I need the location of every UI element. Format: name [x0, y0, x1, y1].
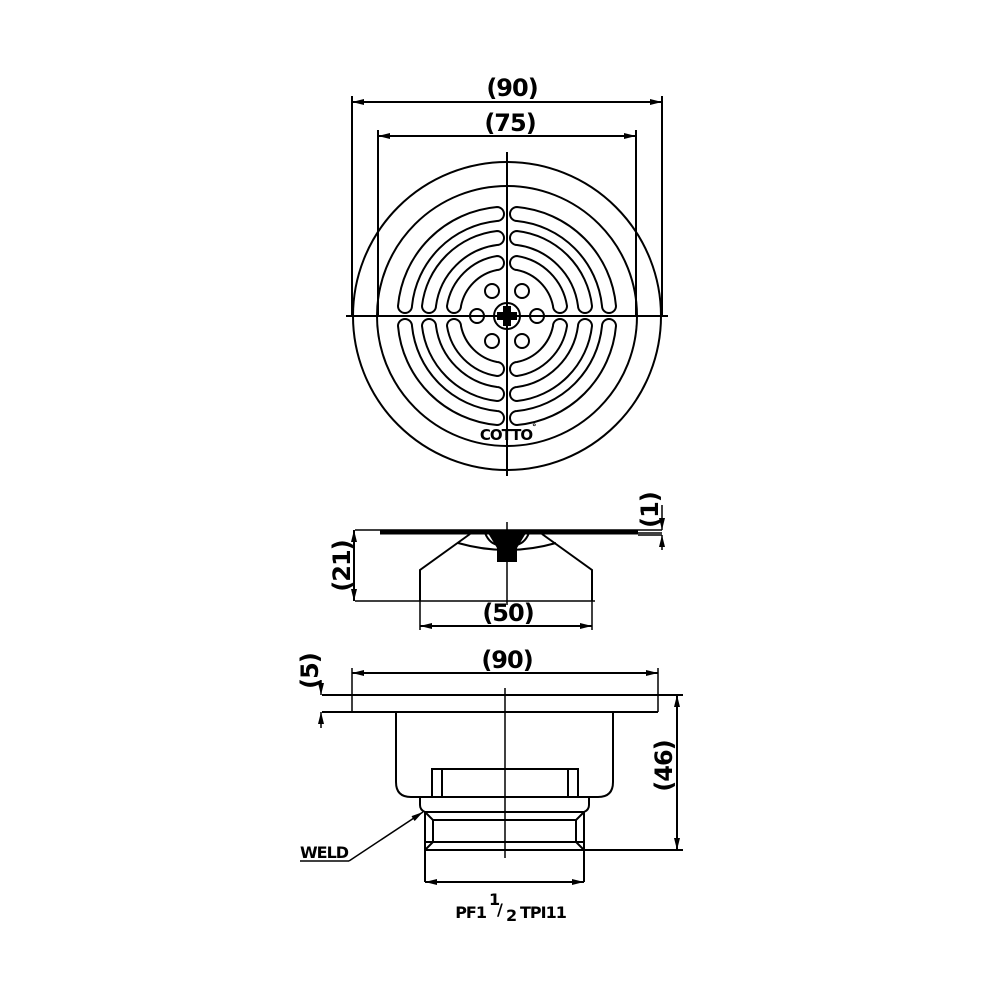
dimension-grate-diameter: (75) — [377, 109, 637, 316]
dimension-flange-90: (90) — [351, 646, 659, 712]
thread-suffix: TPI11 — [520, 903, 567, 922]
dimension-flange-5: (5) — [296, 653, 324, 728]
dimension-height-21: (21) — [328, 530, 357, 601]
dimension-outer-diameter: (90) — [351, 74, 663, 316]
dimension-label-1: (1) — [636, 492, 664, 528]
dimension-label-90: (90) — [486, 74, 537, 102]
thread-fraction-numerator: 1 — [489, 890, 500, 909]
grate-slots — [396, 205, 618, 427]
dimension-label-75: (75) — [484, 109, 535, 137]
dimension-label-5: (5) — [296, 653, 324, 689]
dimension-label-90-body: (90) — [481, 646, 532, 674]
top-view: (90) (75) — [346, 74, 668, 476]
thread-spec: PF1 1 / 2 TPI11 — [455, 890, 568, 925]
dimension-label-21: (21) — [328, 540, 356, 591]
grate-side-view: (21) (1) (50) — [328, 492, 665, 630]
dimension-basket-50: (50) — [419, 599, 593, 630]
body-side-view: (90) (5) (46) — [296, 646, 683, 925]
thread-fraction-slash: / — [497, 900, 503, 919]
dimension-label-50: (50) — [482, 599, 533, 627]
weld-label: WELD — [300, 843, 349, 862]
dimension-thickness-1: (1) — [636, 492, 665, 550]
thread-prefix: PF1 — [455, 903, 487, 922]
thread-fraction-denominator: 2 — [506, 906, 516, 925]
weld-callout: WELD — [300, 811, 424, 862]
dimension-height-46: (46) — [650, 695, 680, 850]
brand-symbol: ° — [532, 423, 537, 433]
dimension-label-46: (46) — [650, 740, 678, 791]
brand-logo: COTTO — [480, 426, 533, 444]
